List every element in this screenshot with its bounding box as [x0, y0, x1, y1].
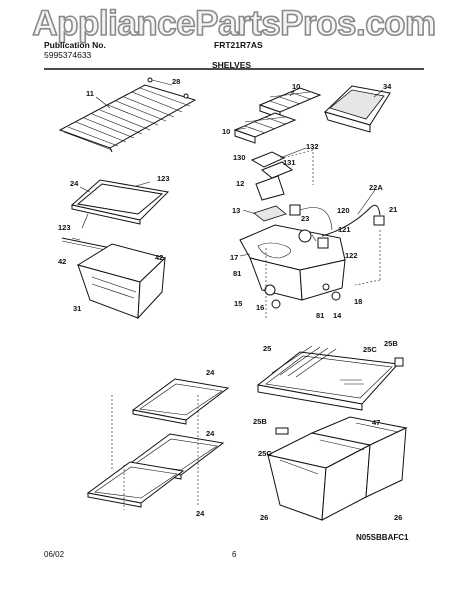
callout: 13: [232, 206, 240, 215]
callout: 25C: [258, 449, 272, 458]
callout: 121: [338, 225, 351, 234]
callout: 47: [372, 418, 380, 427]
callout: 26: [394, 513, 402, 522]
callout: 123: [157, 174, 170, 183]
deli-shelf-drawing: [256, 345, 404, 435]
publication-number: 5995374633: [44, 50, 92, 60]
glass-shelves-drawing: [86, 378, 230, 508]
callout: 81: [316, 311, 324, 320]
shelf-dashes: [111, 395, 199, 510]
callout: 17: [230, 253, 238, 262]
callout: 14: [333, 311, 342, 320]
callout: 24: [196, 509, 205, 518]
callout: 12: [236, 179, 244, 188]
publication-label: Publication No.: [44, 40, 106, 50]
model-number: FRT21R7AS: [214, 40, 263, 50]
diagram-code: N05SBBAFC1: [356, 533, 409, 542]
footer-date: 06/02: [44, 550, 65, 559]
icemaker-parts-drawing: [250, 151, 293, 222]
callout: 25B: [253, 417, 267, 426]
ice-bin-drawing: [324, 85, 391, 133]
callout: 25C: [363, 345, 377, 354]
watermark: AppliancePartsPros.com: [32, 3, 437, 44]
callout: 42: [155, 253, 163, 262]
callout: 31: [73, 304, 81, 313]
callout: 15: [234, 299, 242, 308]
dispenser-housing-drawing: [239, 204, 385, 309]
callout: 26: [260, 513, 268, 522]
crisper-drawing: [61, 237, 166, 320]
callout: 34: [383, 82, 392, 91]
callout: 130: [233, 153, 246, 162]
callout: 131: [283, 158, 296, 167]
callout-labels: 28 11 10 34 10 132 130 131 12 24 123 13 …: [58, 77, 402, 522]
callout: 16: [256, 303, 264, 312]
callout: 18: [354, 297, 362, 306]
callout: 22A: [369, 183, 383, 192]
callout: 10: [222, 127, 230, 136]
callout: 120: [337, 206, 350, 215]
ice-tray-drawings: [233, 87, 322, 144]
callout: 132: [306, 142, 319, 151]
callout: 21: [389, 205, 397, 214]
callout-leaders: [71, 79, 384, 257]
callout: 24: [70, 179, 79, 188]
callout: 23: [301, 214, 309, 223]
page-number: 6: [232, 550, 237, 559]
callout: 122: [345, 251, 358, 260]
callout: 25: [263, 344, 271, 353]
callout: 11: [86, 89, 94, 98]
wire-shelf-drawing: [58, 77, 197, 153]
crisper-bins-drawing: [266, 416, 408, 521]
callout: 42: [58, 257, 66, 266]
leader-dashes: [265, 148, 381, 318]
callout: 123: [58, 223, 71, 232]
callout: 10: [292, 82, 300, 91]
section-title: SHELVES: [212, 60, 252, 70]
callout: 25B: [384, 339, 398, 348]
callout: 81: [233, 269, 241, 278]
glass-shelf-drawing: [70, 179, 170, 225]
callout: 24: [206, 368, 215, 377]
callout: 28: [172, 77, 180, 86]
callout: 24: [206, 429, 215, 438]
